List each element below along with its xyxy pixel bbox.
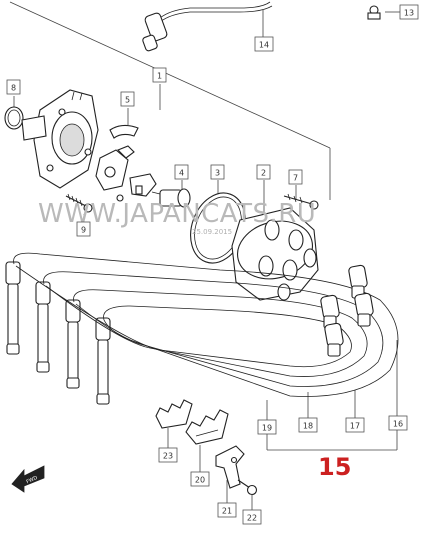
plug-boot-4 bbox=[95, 317, 111, 405]
group-number: 15 bbox=[318, 453, 351, 481]
svg-text:23: 23 bbox=[163, 452, 173, 461]
callout-13: 13 bbox=[399, 4, 419, 20]
ignition-coil-lead bbox=[142, 1, 273, 52]
svg-text:2: 2 bbox=[261, 169, 266, 178]
callout-4: 4 bbox=[174, 164, 189, 180]
svg-text:13: 13 bbox=[404, 9, 414, 18]
svg-text:16: 16 bbox=[393, 420, 403, 429]
clamp-20 bbox=[185, 409, 229, 445]
svg-text:4: 4 bbox=[179, 169, 184, 178]
callout-22: 22 bbox=[242, 509, 262, 525]
forward-label: FWD bbox=[26, 475, 39, 485]
callout-3: 3 bbox=[210, 164, 225, 180]
svg-text:20: 20 bbox=[195, 476, 205, 485]
svg-text:5: 5 bbox=[125, 96, 130, 105]
cap-boot-3 bbox=[354, 292, 374, 327]
bolt-13 bbox=[367, 5, 381, 20]
svg-text:19: 19 bbox=[262, 424, 272, 433]
callout-21: 21 bbox=[217, 502, 237, 518]
cap-end-boots bbox=[320, 264, 374, 357]
svg-text:22: 22 bbox=[247, 514, 257, 523]
plug-boot-1 bbox=[5, 261, 21, 355]
o-ring bbox=[4, 106, 24, 130]
svg-text:21: 21 bbox=[222, 507, 232, 516]
svg-text:14: 14 bbox=[259, 41, 269, 50]
svg-text:17: 17 bbox=[350, 422, 360, 431]
callout-2: 2 bbox=[256, 164, 271, 180]
svg-text:8: 8 bbox=[11, 84, 16, 93]
plug-boot-2 bbox=[35, 281, 51, 373]
callout-19: 19 bbox=[257, 419, 277, 435]
callout-16: 16 bbox=[388, 415, 408, 431]
high-tension-cords bbox=[13, 252, 399, 397]
callout-1: 1 bbox=[152, 67, 167, 83]
watermark-date: 25.09.2015 bbox=[192, 228, 232, 236]
callout-9: 9 bbox=[76, 221, 91, 237]
callout-17: 17 bbox=[345, 417, 365, 433]
callout-23: 23 bbox=[158, 447, 178, 463]
spark-plug-boots bbox=[5, 261, 111, 405]
callout-7: 7 bbox=[288, 169, 303, 185]
svg-text:7: 7 bbox=[293, 174, 298, 183]
callouts: 1 2 3 4 5 7 8 9 13 14 16 17 18 19 20 21 … bbox=[6, 4, 419, 525]
pickup-assembly bbox=[95, 124, 157, 197]
callout-20: 20 bbox=[190, 471, 210, 487]
callout-5: 5 bbox=[120, 91, 135, 107]
svg-text:3: 3 bbox=[215, 169, 220, 178]
bolt-22 bbox=[237, 479, 258, 496]
callout-8: 8 bbox=[6, 79, 21, 95]
svg-text:9: 9 bbox=[81, 226, 86, 235]
forward-arrow: FWD bbox=[11, 465, 45, 493]
plug-boot-3 bbox=[65, 299, 81, 389]
distributor-housing bbox=[21, 89, 99, 189]
screw-7 bbox=[283, 193, 319, 210]
svg-text:1: 1 bbox=[157, 72, 162, 81]
callout-14: 14 bbox=[254, 36, 274, 52]
callout-18: 18 bbox=[298, 417, 318, 433]
cap-boot-4 bbox=[324, 322, 344, 357]
cord-clamps bbox=[155, 399, 258, 496]
clamp-23 bbox=[155, 399, 193, 429]
rotor bbox=[151, 188, 191, 208]
bracket-21 bbox=[215, 445, 245, 489]
screw-9 bbox=[65, 193, 124, 213]
svg-text:18: 18 bbox=[303, 422, 313, 431]
